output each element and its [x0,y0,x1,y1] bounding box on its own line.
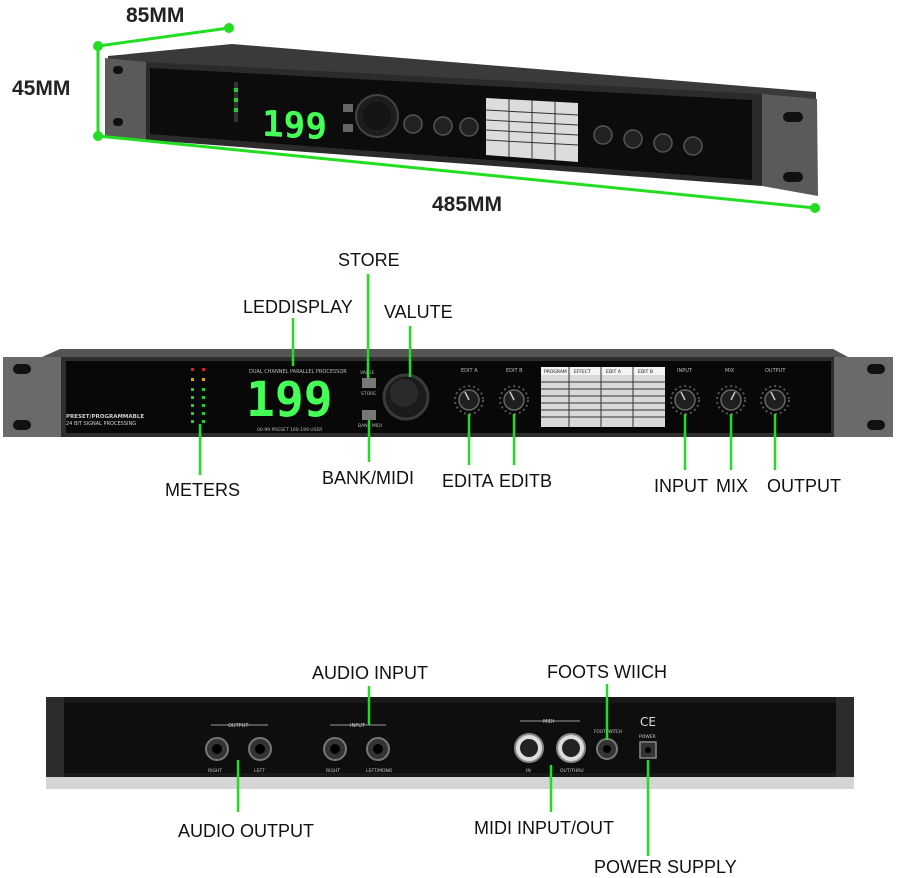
rear-in-silk: IN [526,768,531,774]
front-callout-lines [198,274,777,475]
store-silk: STORE [361,391,376,397]
left-rack-ear [105,58,146,140]
table-header-program: PROGRAM [544,369,567,375]
rear-output-silk: OUTPUT [228,723,249,729]
table-header-edit-a: EDIT A [606,369,622,375]
height-label: 45MM [12,77,71,100]
rear-midi-silk: MIDI [543,719,554,725]
mix-label: MIX [716,476,749,496]
brand-line1: PRESET/PROGRAMMABLE [66,414,144,420]
rear-input-silk: INPUT [350,723,366,729]
store-button [362,378,376,388]
bank-midi-button [362,410,376,420]
output-label: OUTPUT [767,476,841,496]
front-program-table: PROGRAM EFFECT EDIT A EDIT B [541,367,665,427]
dimension-lines [93,23,820,213]
edit-b-silk: EDIT B [506,368,523,374]
rear-power-silk: POWER [639,734,656,740]
input-silk: INPUT [677,368,693,374]
value-label: VALUTE [384,302,453,322]
preset-note: 00-99 PRESET 100-199 USER [257,427,322,433]
audio-input-label: AUDIO INPUT [312,663,429,683]
table-header-effect: EFFECT [574,369,591,375]
top-led-display: 199 [262,104,327,148]
footswitch-label: FOOTS WIICH [547,662,667,682]
top-unit-view: 199 [105,44,818,196]
output-silk: OUTPUT [765,368,786,374]
front-panel: 199 PR [3,349,893,437]
rear-right1-silk: RIGHT [208,768,222,774]
meters-label: METERS [165,480,241,500]
midi-inout-label: MIDI INPUT/OUT [474,818,614,838]
width-label: 485MM [432,193,503,216]
rear-callout-lines [236,684,650,856]
audio-output-label: AUDIO OUTPUT [178,821,315,841]
edit-a-label: EDITA [442,471,494,491]
front-led-display: 199 [246,372,333,428]
rear-left-mono-silk: LEFT/MONO [366,768,393,774]
led-display-label: LEDDISPLAY [243,297,353,317]
edit-b-label: EDITB [499,471,553,491]
rear-panel: OUTPUT INPUT MIDI RIGHT LEFT RIGHT LEFT/… [46,697,854,789]
rear-out-thru-silk: OUT/THRU [560,768,584,774]
ce-mark: CE [640,715,656,729]
edit-a-silk: EDIT A [461,368,478,374]
front-left-ear [3,357,61,437]
depth-label: 85MM [126,4,185,27]
brand-line2: 24 BIT SIGNAL PROCESSING [66,421,136,427]
panel-header-text: DUAL CHANNEL PARALLEL PROCESSOR [249,369,347,375]
table-header-edit-b: EDIT B [638,369,653,375]
power-supply-label: POWER SUPPLY [594,857,737,877]
mix-silk: MIX [725,368,735,374]
input-label: INPUT [654,476,708,496]
front-meters [191,368,205,423]
rear-right2-silk: RIGHT [326,768,340,774]
bank-midi-label: BANK/MIDI [322,468,415,488]
store-label: STORE [338,250,400,270]
rear-left-silk: LEFT [254,768,265,774]
right-rack-ear [762,94,818,196]
